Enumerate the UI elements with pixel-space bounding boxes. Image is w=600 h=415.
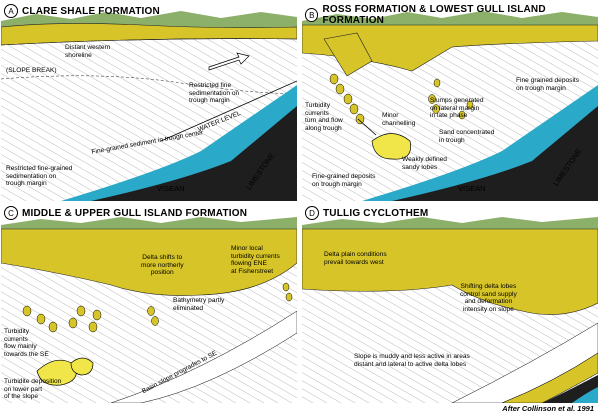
label-delta-plain: Delta plain conditions prevail towards w… — [324, 251, 387, 266]
label-restricted-fine: Restricted fine sedimentation on trough … — [189, 82, 240, 104]
panel-b-title-text: ROSS FORMATION & LOWEST GULL ISLAND FORM… — [322, 4, 546, 26]
panel-c: C MIDDLE & UPPER GULL ISLAND FORMATION D… — [1, 203, 297, 403]
label-turbidite-deposition: Turbidite deposition on lower part of th… — [4, 378, 62, 400]
label-slope-muddy: Slope is muddy and less active in areas … — [354, 353, 470, 368]
label-restricted-fine-grained: Restricted fine-grained sedimentation on… — [6, 165, 73, 187]
panel-a: A CLARE SHALE FORMATION Distant western … — [1, 1, 297, 201]
sandy-lobe — [371, 133, 411, 160]
label-turbidity-se: Turbidity currents flow mainly towards t… — [4, 328, 49, 358]
label-sand-concentrated: Sand concentrated in trough — [439, 129, 495, 144]
panel-d-title-text: TULLIG CYCLOTHEM — [323, 207, 429, 219]
delta-fan — [323, 32, 373, 77]
panel-a-illustration — [1, 11, 297, 201]
panel-c-title-text: MIDDLE & UPPER GULL ISLAND FORMATION — [22, 207, 248, 219]
panel-d: D TULLIG CYCLOTHEM Delta plain condition… — [302, 203, 598, 403]
label-weakly-defined: Weakly defined sandy lobes — [402, 156, 447, 171]
panel-b-letter: B — [305, 8, 319, 22]
label-slumps: Slumps generated on lateral margin in la… — [430, 97, 484, 119]
label-fine-deposits-lower: Fine-grained deposits on trough margin — [312, 173, 376, 188]
label-minor-local: Minor local turbidity currents flowing E… — [231, 245, 280, 275]
label-shifting-delta: Shifting delta lobes control sand supply… — [460, 283, 517, 313]
panel-c-illustration — [1, 217, 297, 403]
panel-b-illustration — [302, 11, 598, 201]
current-arrow — [208, 52, 250, 71]
turbidity-blobs-c — [22, 282, 293, 333]
panel-d-letter: D — [305, 206, 319, 220]
source-credit: After Collinson et al. 1991 — [502, 404, 594, 413]
panel-d-illustration — [302, 217, 598, 403]
panel-c-title: C MIDDLE & UPPER GULL ISLAND FORMATION — [4, 206, 247, 220]
label-turbidity-currents: Turbidity currents turn and flow along t… — [305, 102, 343, 132]
label-slope-break: (SLOPE BREAK) — [6, 67, 57, 74]
label-fine-trough-margin: Fine grained deposits on trough margin — [516, 77, 580, 92]
panel-d-title: D TULLIG CYCLOTHEM — [305, 206, 428, 220]
label-visean: VISEAN — [157, 184, 185, 193]
label-visean-b: VISEAN — [458, 184, 486, 193]
label-bathymetry: Bathymetry partly eliminated — [173, 297, 225, 312]
panel-c-letter: C — [4, 206, 18, 220]
panel-a-letter: A — [4, 4, 18, 18]
panel-a-title-text: CLARE SHALE FORMATION — [22, 5, 160, 17]
water-body — [61, 85, 297, 201]
label-minor-channelling: Minor channelling — [382, 112, 416, 127]
panel-a-title: A CLARE SHALE FORMATION — [4, 4, 160, 18]
water-level-line — [160, 80, 297, 142]
turbidity-blobs — [329, 73, 474, 125]
turbidite-lobe-c — [36, 359, 77, 386]
label-delta-shifts: Delta shifts to more northerly position — [141, 254, 184, 276]
panel-b-title: B ROSS FORMATION & LOWEST GULL ISLAND FO… — [305, 4, 598, 26]
panel-b: B ROSS FORMATION & LOWEST GULL ISLAND FO… — [302, 1, 598, 201]
label-distant-shoreline: Distant western shoreline — [65, 44, 111, 59]
limestone-body — [91, 106, 297, 201]
